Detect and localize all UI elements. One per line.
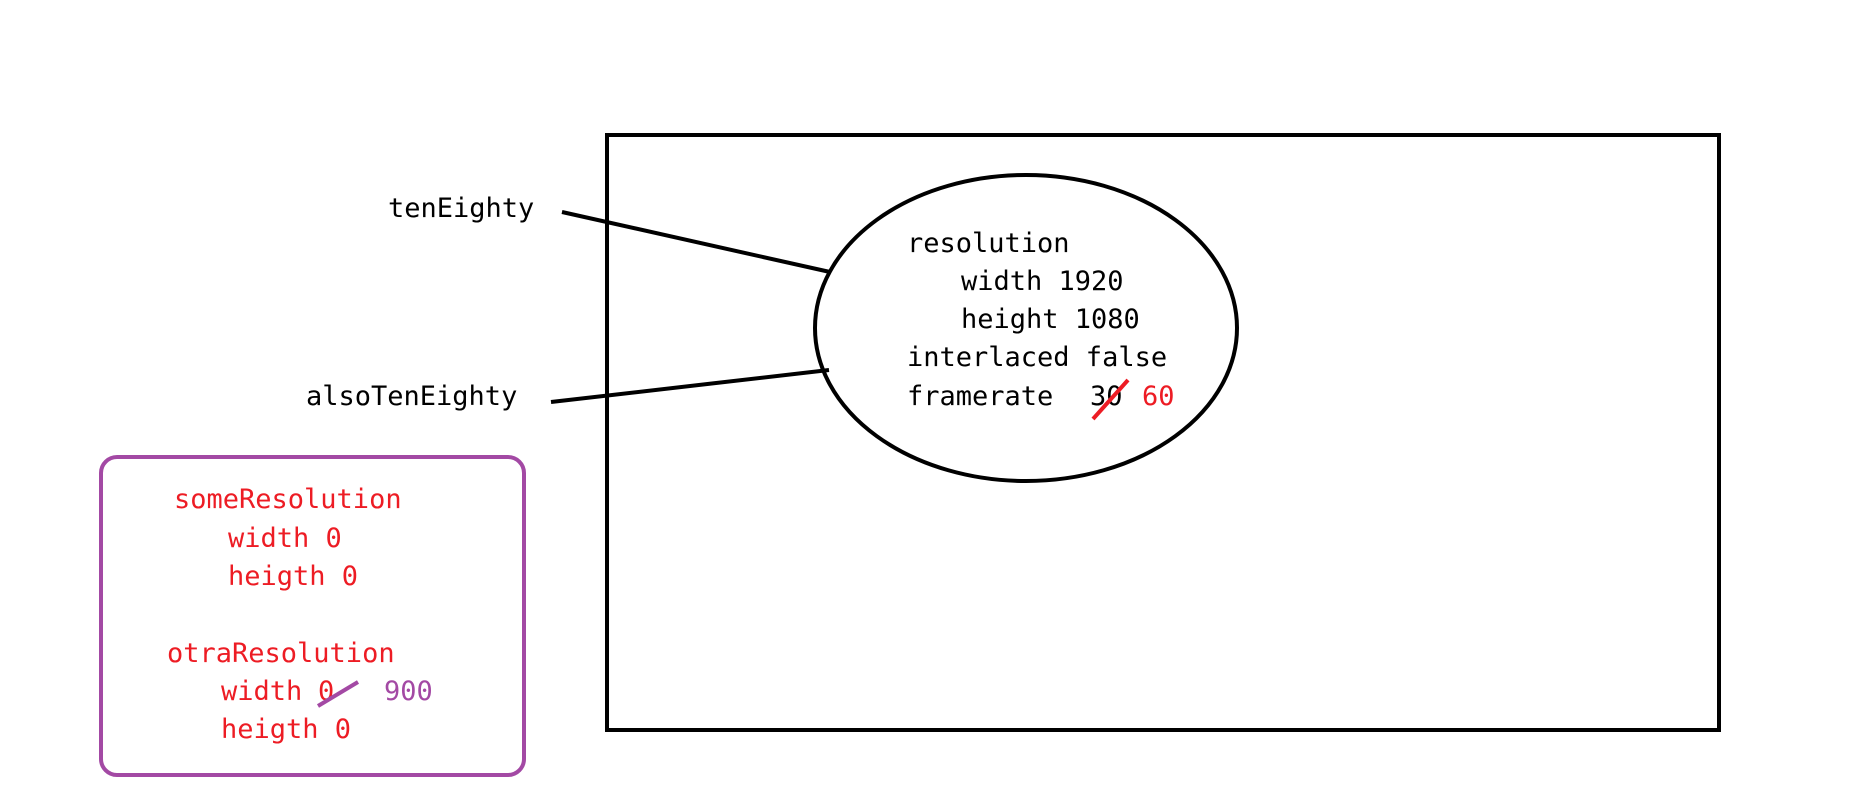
otra-resolution-width-new-value: 900 bbox=[384, 676, 433, 707]
object-framerate-old-value: 30 bbox=[1090, 381, 1123, 412]
object-width-line: width 1920 bbox=[961, 266, 1124, 297]
object-framerate-label: framerate bbox=[907, 381, 1053, 412]
some-resolution-height-line: heigth 0 bbox=[228, 561, 358, 592]
width-strike-mark bbox=[316, 680, 360, 708]
side-box bbox=[99, 455, 526, 777]
some-resolution-width-line: width 0 bbox=[228, 523, 342, 554]
otra-resolution-name: otraResolution bbox=[167, 638, 395, 669]
framerate-strike-mark bbox=[1091, 378, 1130, 421]
some-resolution-name: someResolution bbox=[174, 484, 402, 515]
object-framerate-new-value: 60 bbox=[1142, 381, 1175, 412]
object-ellipse bbox=[813, 173, 1239, 483]
otra-resolution-height-line: heigth 0 bbox=[221, 714, 351, 745]
object-resolution-label: resolution bbox=[907, 228, 1070, 259]
object-height-line: height 1080 bbox=[961, 304, 1140, 335]
ten-eighty-reference-line bbox=[561, 210, 831, 274]
also-ten-eighty-label: alsoTenEighty bbox=[306, 381, 517, 412]
ten-eighty-label: tenEighty bbox=[388, 193, 534, 224]
object-interlaced-line: interlaced false bbox=[907, 342, 1167, 373]
otra-resolution-width-label: width bbox=[221, 676, 302, 707]
heap-rectangle bbox=[605, 133, 1721, 732]
also-ten-eighty-reference-line bbox=[550, 368, 830, 404]
